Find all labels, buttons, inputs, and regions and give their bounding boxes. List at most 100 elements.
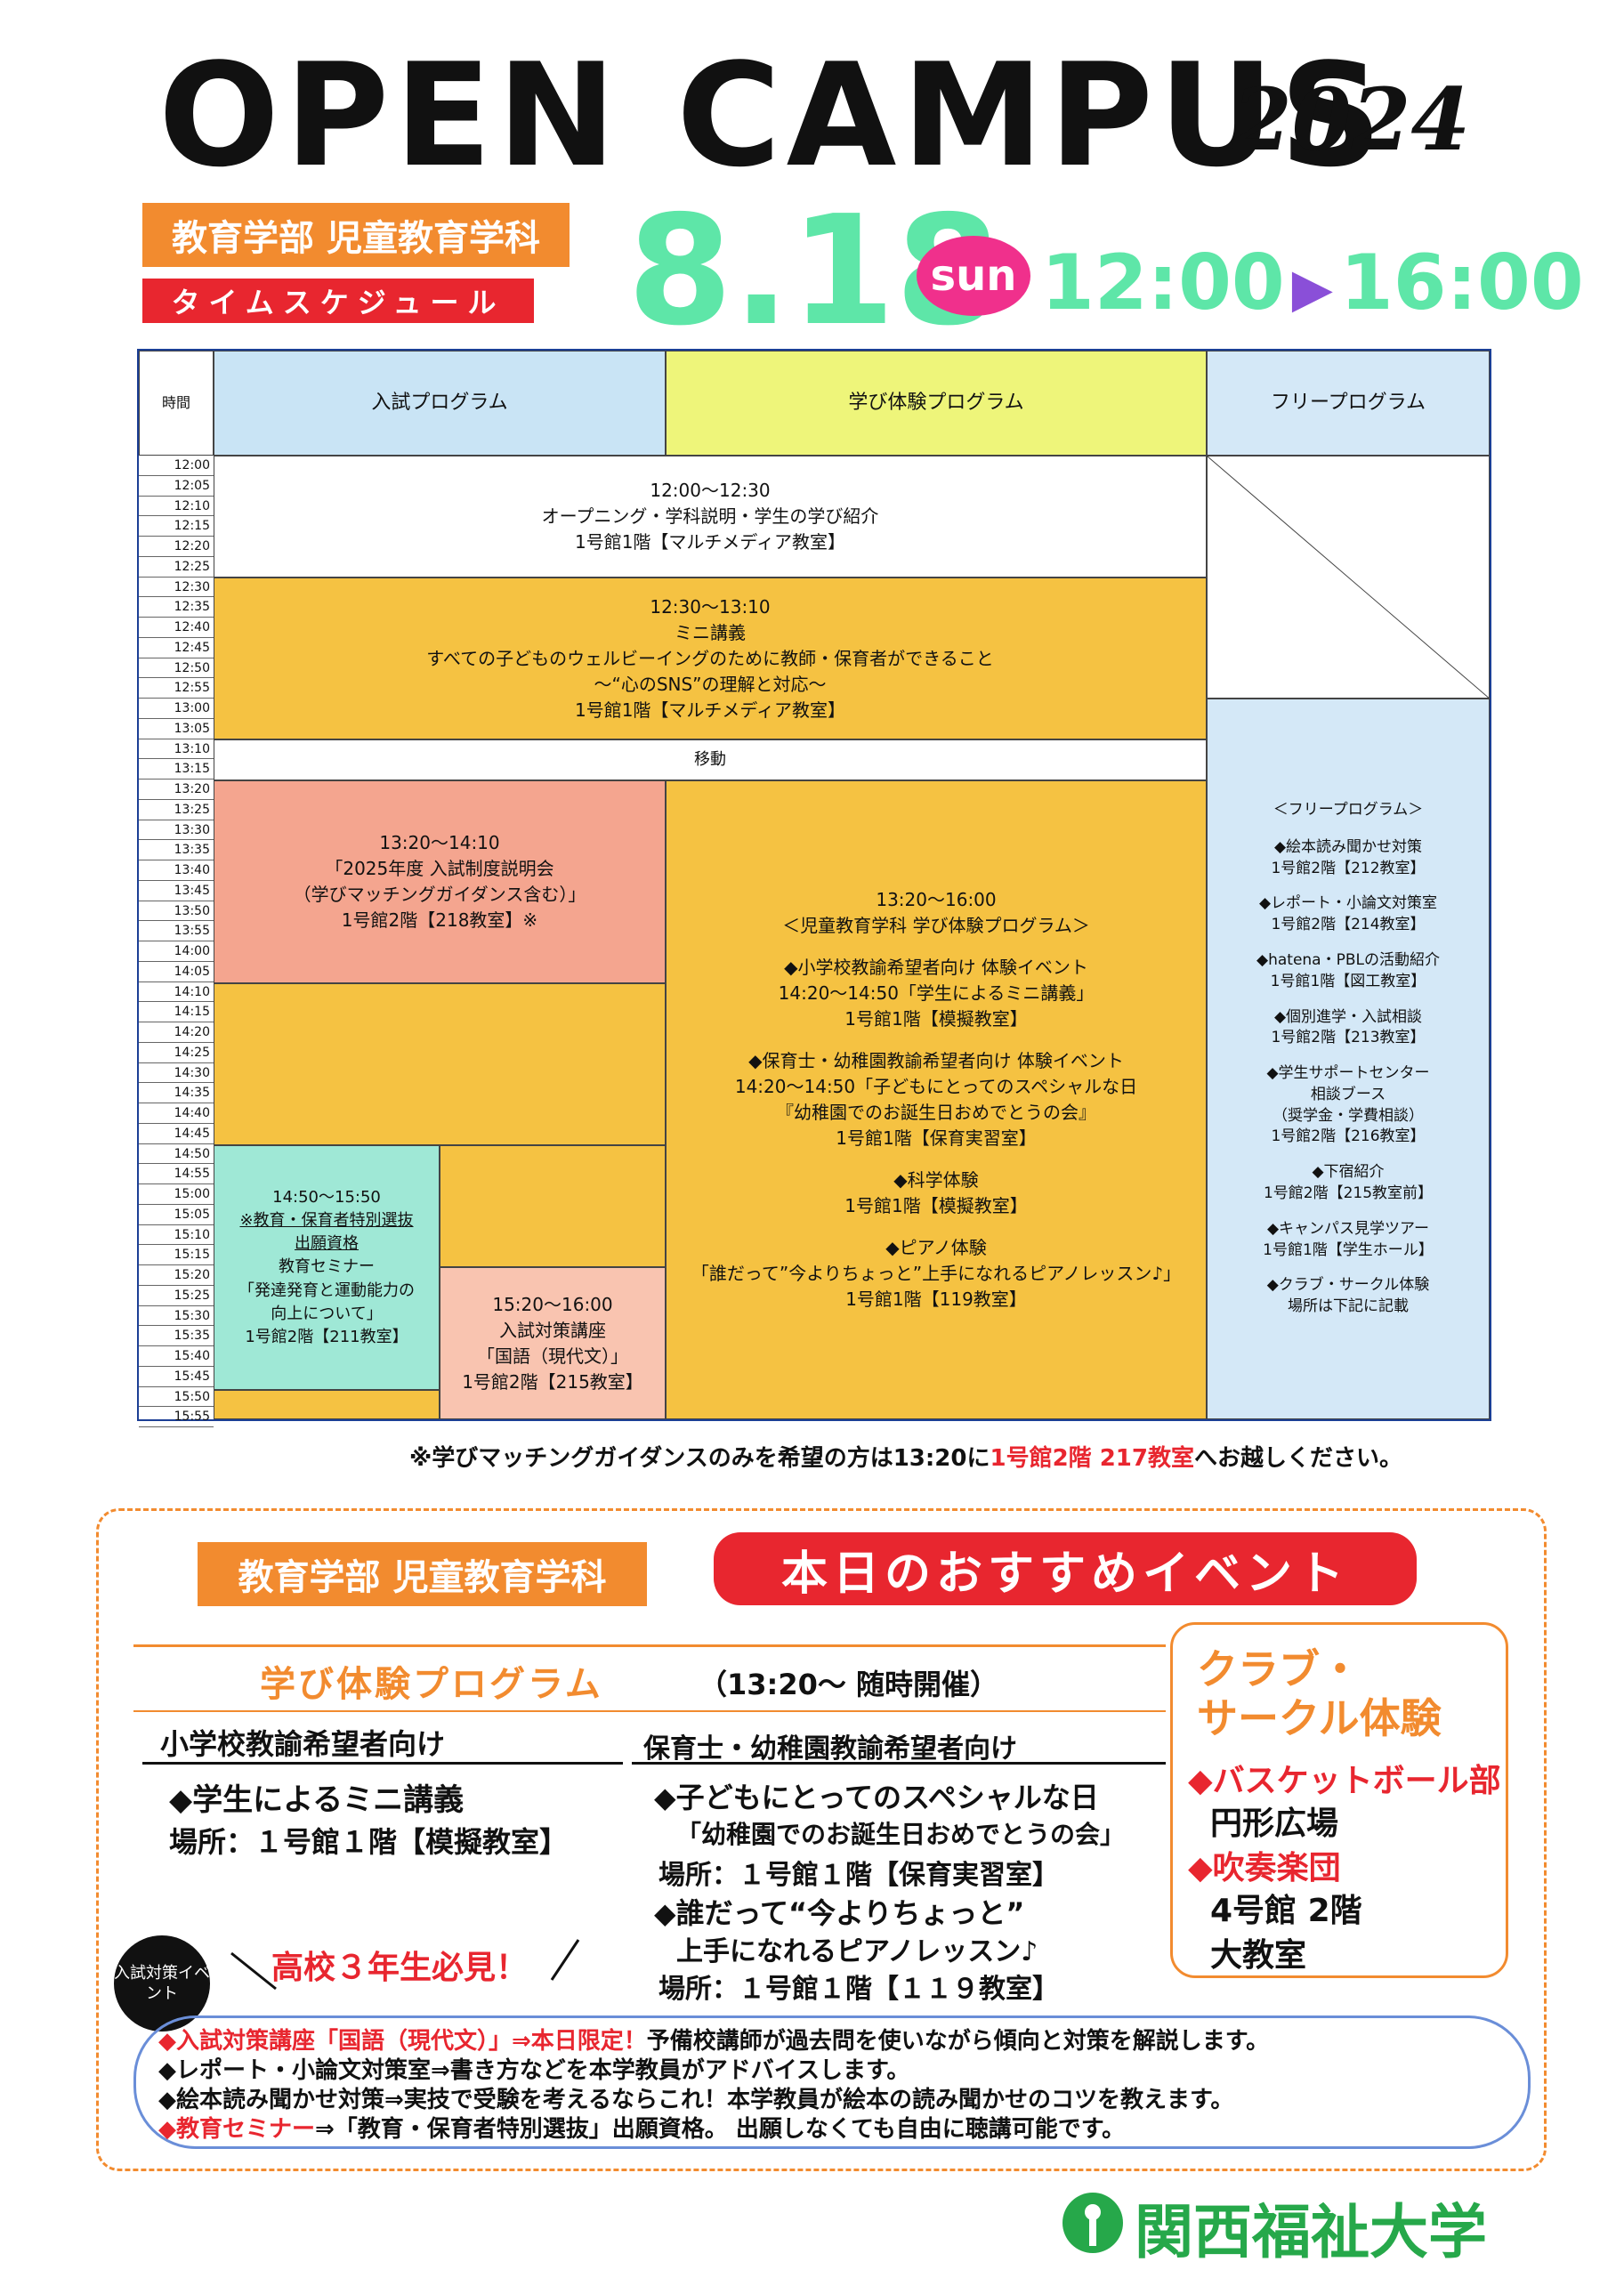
col-experience: 学び体験プログラム <box>666 351 1207 456</box>
time-tick: 12:50 <box>139 658 214 679</box>
year: 2024 <box>1232 69 1471 170</box>
club-2-place-2: 大教室 <box>1210 1937 1307 1974</box>
time-tick: 13:05 <box>139 719 214 739</box>
seminar-gap <box>214 1390 440 1419</box>
time-tick: 14:40 <box>139 1103 214 1124</box>
underline-2 <box>632 1762 1166 1765</box>
time-header: 時間 <box>139 351 214 456</box>
club-title-2: サークル体験 <box>1197 1694 1442 1742</box>
time-tick: 15:20 <box>139 1265 214 1286</box>
nursery-place-1: 場所：１号館１階【保育実習室】 <box>658 1860 1059 1891</box>
time-tick: 14:10 <box>139 982 214 1003</box>
nursery-item-1: ◆子どもにとってのスペシャルな日 <box>654 1781 1099 1814</box>
open-campus-title: OPEN CAMPUS <box>158 32 1388 198</box>
time-tick: 12:55 <box>139 678 214 699</box>
time-tick: 12:40 <box>139 618 214 638</box>
bullet-2: ◆レポート・小論文対策室⇒書き方などを本学教員がアドバイスします。 <box>158 2057 910 2084</box>
move-row: 移動 <box>214 739 1207 780</box>
free-empty-cell <box>1207 456 1491 699</box>
col-admission: 入試プログラム <box>214 351 666 456</box>
time-tick: 15:55 <box>139 1407 214 1427</box>
time-tick: 13:50 <box>139 901 214 922</box>
bullet-4: ◆教育セミナー⇒「教育・保育者特別選抜」出願資格。 出願しなくても自由に聴講可能… <box>158 2116 1126 2143</box>
opening-block: 12:00～12:30 オープニング・学科説明・学生の学び紹介 1号館1階【マル… <box>214 456 1207 578</box>
time-tick: 12:35 <box>139 597 214 618</box>
time-tick: 13:00 <box>139 699 214 719</box>
time-tick: 14:45 <box>139 1124 214 1144</box>
underline <box>142 1762 623 1765</box>
time-tick: 12:30 <box>139 578 214 598</box>
elementary-item: ◆学生によるミニ講義 <box>169 1782 465 1818</box>
time-tick: 13:15 <box>139 759 214 780</box>
time-tick: 15:05 <box>139 1205 214 1225</box>
nursery-item-1b: 「幼稚園でのお誕生日おめでとうの会」 <box>676 1820 1126 1849</box>
exam-course-block: 15:20～16:00 入試対策講座 「国語（現代文）」 1号館2階【215教室… <box>440 1267 666 1419</box>
time-tick: 13:30 <box>139 820 214 841</box>
program-time: （13:20～ 随時開催） <box>699 1668 999 1701</box>
time-tick: 13:20 <box>139 780 214 800</box>
club-box <box>1170 1622 1508 1978</box>
divider <box>133 1644 1166 1647</box>
time-tick: 12:25 <box>139 557 214 578</box>
time-tick: 15:15 <box>139 1245 214 1265</box>
time-tick: 15:35 <box>139 1326 214 1346</box>
nursery-item-2b: 上手になれるピアノレッスン♪ <box>676 1936 1038 1967</box>
time-tick: 13:45 <box>139 881 214 901</box>
time-tick: 12:00 <box>139 456 214 476</box>
department-badge: 教育学部 児童教育学科 <box>142 203 570 267</box>
club-1-place: 円形広場 <box>1210 1805 1339 1842</box>
elementary-heading: 小学校教諭希望者向け <box>160 1727 446 1761</box>
university-name: 関西福祉大学 <box>1135 2197 1487 2266</box>
time-tick: 12:45 <box>139 638 214 658</box>
time-tick: 14:30 <box>139 1063 214 1084</box>
bullet-pill <box>133 2015 1531 2149</box>
divider-2 <box>133 1710 1166 1712</box>
time-tick: 14:05 <box>139 962 214 982</box>
diagonal-line <box>1208 456 1491 699</box>
recommended-section <box>96 1508 1547 2171</box>
university-logo-icon <box>1062 2193 1123 2253</box>
time-tick: 14:00 <box>139 941 214 962</box>
nursery-heading: 保育士・幼稚園教諭希望者向け <box>643 1733 1017 1765</box>
time-tick: 14:25 <box>139 1043 214 1063</box>
time-tick: 14:15 <box>139 1002 214 1022</box>
end-time: 16:00 <box>1339 238 1584 327</box>
club-2: ◆吹奏楽団 <box>1188 1850 1341 1886</box>
arrow-right-icon: ▶ <box>1291 256 1333 319</box>
event-hours: 12:00▶16:00 <box>1041 245 1584 321</box>
elementary-place: 場所：１号館１階【模擬教室】 <box>169 1825 569 1859</box>
time-tick: 12:10 <box>139 497 214 517</box>
club-2-place-1: 4号館 2階 <box>1210 1893 1362 1929</box>
department-badge-2: 教育学部 児童教育学科 <box>198 1542 647 1606</box>
time-tick: 13:40 <box>139 860 214 881</box>
time-tick: 12:15 <box>139 516 214 537</box>
time-tick: 12:20 <box>139 537 214 557</box>
recommended-banner: 本日のおすすめイベント <box>714 1532 1417 1605</box>
bullet-1: ◆入試対策講座「国語（現代文）」⇒本日限定！予備校講師が過去問を使いながら傾向と… <box>158 2028 1270 2055</box>
club-title-1: クラブ・ <box>1197 1645 1361 1693</box>
schedule-badge: タイムスケジュール <box>142 279 534 323</box>
time-tick: 13:10 <box>139 739 214 760</box>
guidance-note: ※学びマッチングガイダンスのみを希望の方は13:20に1号館2階 217教室へお… <box>409 1445 1403 1472</box>
time-tick: 15:00 <box>139 1184 214 1205</box>
callout: 高校３年生必見！ <box>271 1950 529 1986</box>
bullet-3: ◆絵本読み聞かせ対策⇒実技で受験を考えるならこれ！本学教員が絵本の読み聞かせのコ… <box>158 2087 1234 2113</box>
weekday-badge: sun <box>917 236 1030 316</box>
program-title: 学び体験プログラム <box>260 1664 603 1705</box>
time-tick: 13:35 <box>139 840 214 860</box>
start-time: 12:00 <box>1041 238 1285 327</box>
mini-lecture-block: 12:30～13:10 ミニ講義 すべての子どものウェルビーイングのために教師・… <box>214 578 1207 739</box>
nursery-item-2: ◆誰だって“今よりちょっと” <box>654 1896 1025 1930</box>
club-1: ◆バスケットボール部 <box>1188 1763 1501 1799</box>
admission-gap <box>214 983 666 1145</box>
time-tick: 14:50 <box>139 1144 214 1165</box>
admission-gap-2 <box>440 1145 666 1267</box>
admission-briefing-block: 13:20～14:10 「2025年度 入試制度説明会 （学びマッチングガイダン… <box>214 780 666 983</box>
time-tick: 15:25 <box>139 1286 214 1306</box>
time-tick: 14:55 <box>139 1164 214 1184</box>
time-tick: 14:20 <box>139 1022 214 1043</box>
time-tick: 12:05 <box>139 476 214 497</box>
time-tick: 15:50 <box>139 1387 214 1408</box>
